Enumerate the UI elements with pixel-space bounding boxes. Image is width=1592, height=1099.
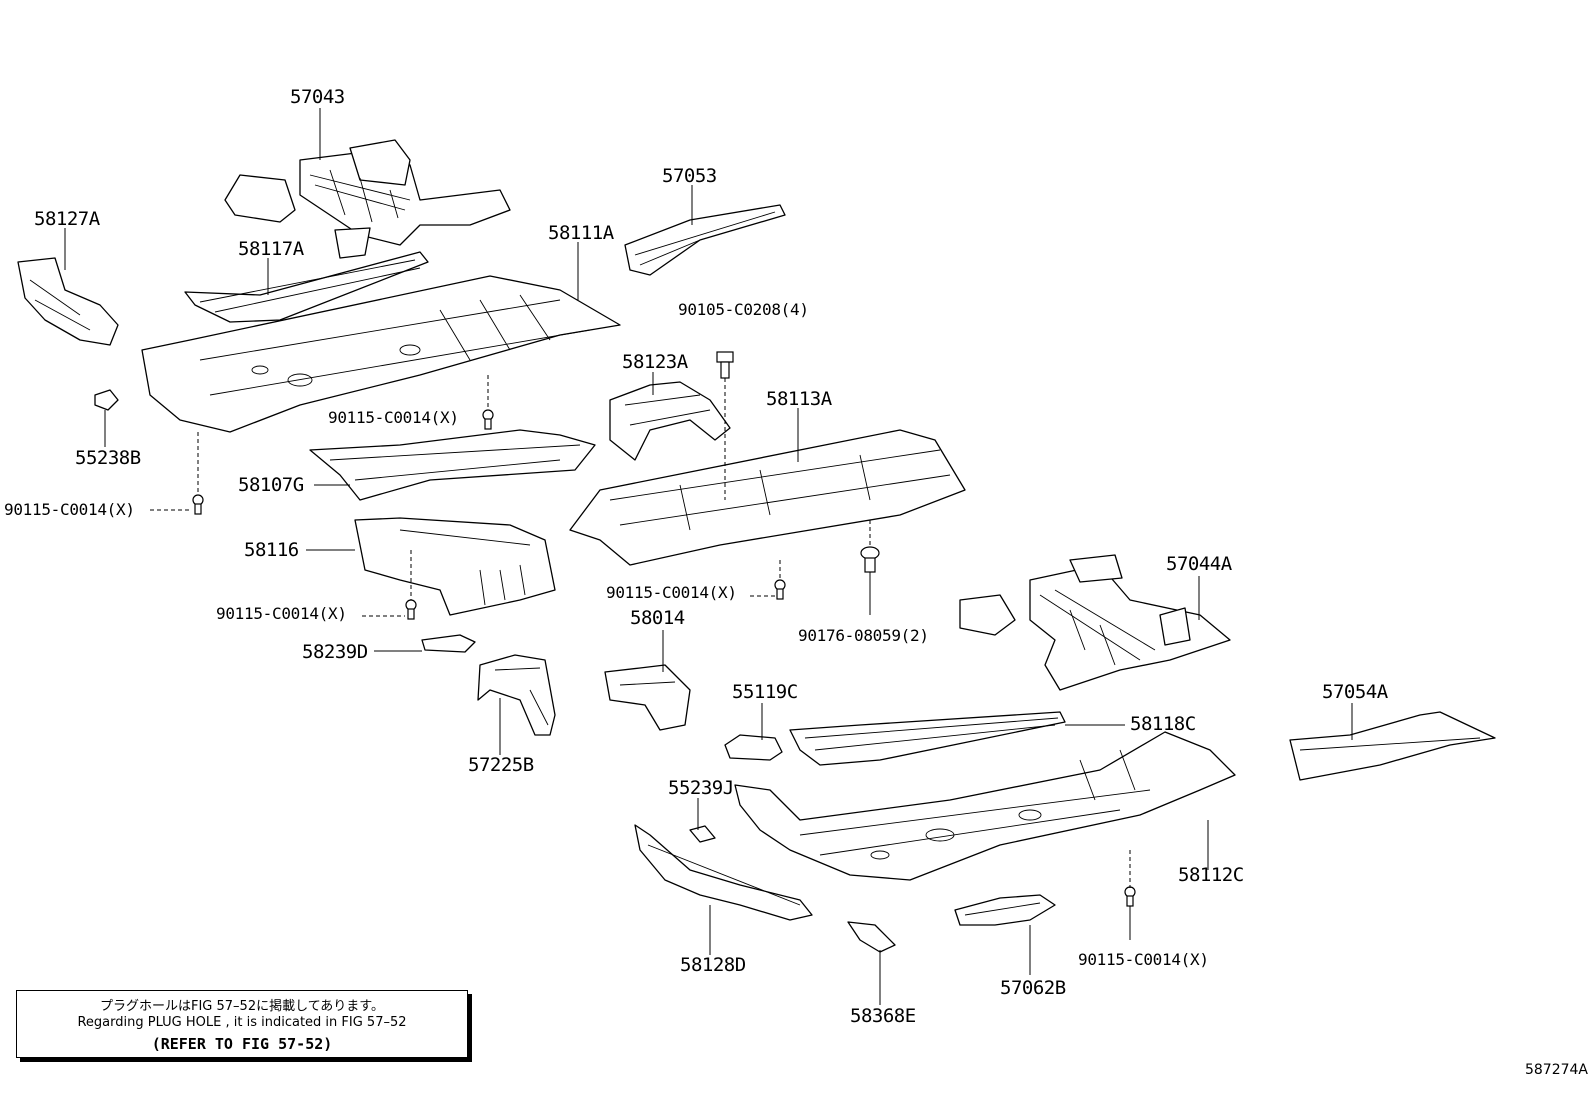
note-line-refer[interactable]: (REFER TO FIG 57-52) bbox=[151, 1035, 333, 1053]
bolt-icon bbox=[1124, 886, 1136, 907]
part-58239D[interactable] bbox=[421, 634, 476, 653]
label-90115-C0014-d[interactable]: 90115-C0014(X) bbox=[606, 583, 737, 602]
part-57044A[interactable] bbox=[959, 554, 1231, 691]
part-55238B[interactable] bbox=[94, 389, 119, 411]
label-58116[interactable]: 58116 bbox=[244, 539, 299, 561]
part-55119C[interactable] bbox=[724, 734, 783, 761]
part-58117A[interactable] bbox=[184, 251, 429, 323]
label-58112C[interactable]: 58112C bbox=[1178, 864, 1244, 886]
label-57062B[interactable]: 57062B bbox=[1000, 977, 1066, 999]
part-57043[interactable] bbox=[224, 139, 511, 259]
part-57053[interactable] bbox=[624, 204, 786, 276]
label-58127A[interactable]: 58127A bbox=[34, 208, 100, 230]
label-90105-C0208[interactable]: 90105-C0208(4) bbox=[678, 300, 809, 319]
label-58368E[interactable]: 58368E bbox=[850, 1005, 916, 1027]
label-58128D[interactable]: 58128D bbox=[680, 954, 746, 976]
label-90115-C0014-c[interactable]: 90115-C0014(X) bbox=[216, 604, 347, 623]
bolt-icon bbox=[405, 599, 417, 620]
label-57225B[interactable]: 57225B bbox=[468, 754, 534, 776]
label-58113A[interactable]: 58113A bbox=[766, 388, 832, 410]
clip-icon bbox=[860, 546, 880, 573]
label-90115-C0014-a[interactable]: 90115-C0014(X) bbox=[328, 408, 459, 427]
part-58116[interactable] bbox=[354, 517, 556, 616]
label-57053[interactable]: 57053 bbox=[662, 165, 717, 187]
label-58111A[interactable]: 58111A bbox=[548, 222, 614, 244]
label-58239D[interactable]: 58239D bbox=[302, 641, 368, 663]
part-57054A[interactable] bbox=[1289, 711, 1496, 781]
part-58118C[interactable] bbox=[789, 711, 1066, 766]
label-55238B[interactable]: 55238B bbox=[75, 447, 141, 469]
bolt-icon bbox=[716, 351, 734, 379]
label-57044A[interactable]: 57044A bbox=[1166, 553, 1232, 575]
bolt-icon bbox=[774, 579, 786, 600]
note-line-english: Regarding PLUG HOLE , it is indicated in… bbox=[77, 1015, 407, 1030]
label-90115-C0014-e[interactable]: 90115-C0014(X) bbox=[1078, 950, 1209, 969]
label-58117A[interactable]: 58117A bbox=[238, 238, 304, 260]
note-line-japanese: プラグホールはFIG 57–52に掲載してあります。 bbox=[99, 999, 385, 1014]
part-58107G[interactable] bbox=[309, 429, 596, 501]
figure-id: 587274A bbox=[1524, 1062, 1588, 1078]
part-58128D[interactable] bbox=[634, 824, 813, 921]
label-57054A[interactable]: 57054A bbox=[1322, 681, 1388, 703]
label-55239J[interactable]: 55239J bbox=[668, 777, 734, 799]
label-90176-08059[interactable]: 90176-08059(2) bbox=[798, 626, 929, 645]
part-58111A[interactable] bbox=[141, 275, 621, 433]
plug-hole-note: プラグホールはFIG 57–52に掲載してあります。 Regarding PLU… bbox=[16, 990, 468, 1058]
part-58113A[interactable] bbox=[569, 429, 966, 566]
part-55239J[interactable] bbox=[689, 825, 716, 843]
label-57043[interactable]: 57043 bbox=[290, 86, 345, 108]
part-58112C[interactable] bbox=[734, 731, 1236, 881]
part-58123A[interactable] bbox=[609, 381, 731, 461]
part-58127A[interactable] bbox=[17, 257, 119, 346]
bolt-icon bbox=[192, 494, 204, 515]
part-57225B[interactable] bbox=[477, 654, 556, 736]
label-58123A[interactable]: 58123A bbox=[622, 351, 688, 373]
label-58107G[interactable]: 58107G bbox=[238, 474, 304, 496]
bolt-icon bbox=[482, 409, 494, 430]
label-90115-C0014-b[interactable]: 90115-C0014(X) bbox=[4, 500, 135, 519]
part-57062B[interactable] bbox=[954, 894, 1056, 926]
label-58118C[interactable]: 58118C bbox=[1130, 713, 1196, 735]
part-58368E[interactable] bbox=[847, 921, 896, 953]
label-58014[interactable]: 58014 bbox=[630, 607, 685, 629]
label-55119C[interactable]: 55119C bbox=[732, 681, 798, 703]
part-58014[interactable] bbox=[604, 664, 691, 731]
